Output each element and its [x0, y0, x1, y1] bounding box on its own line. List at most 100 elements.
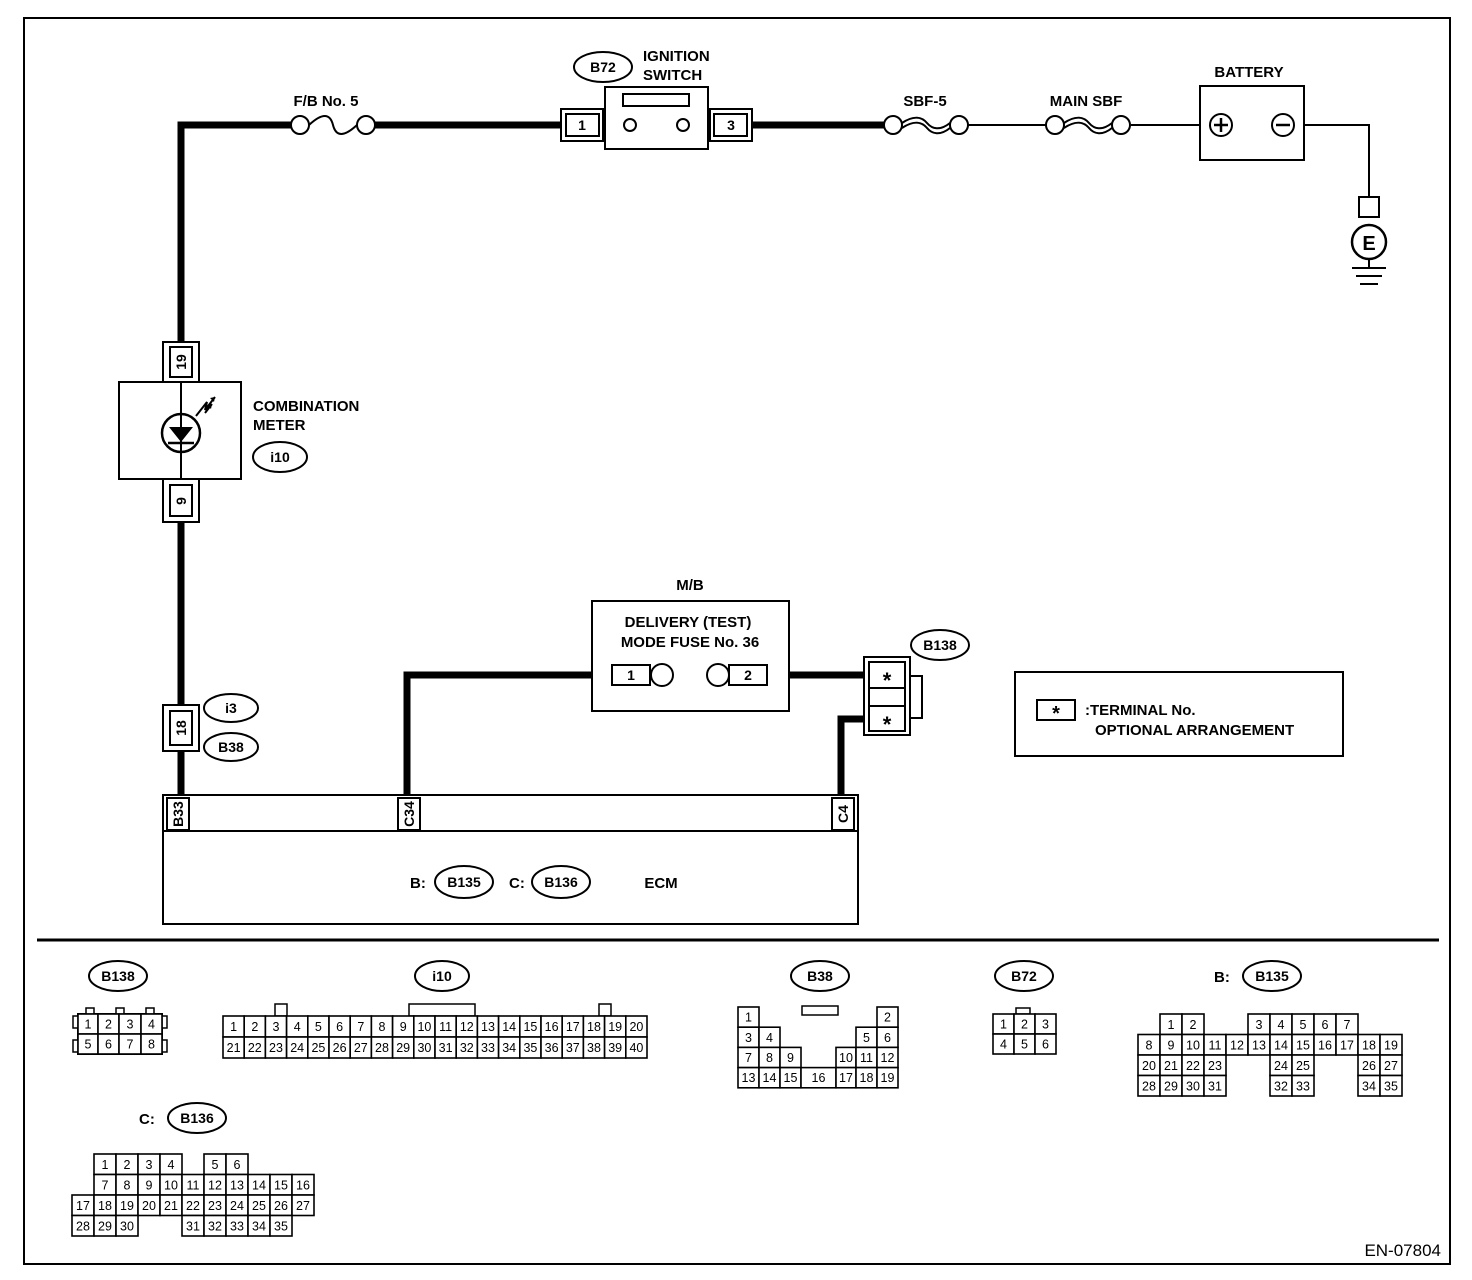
pin-label: 35 — [274, 1219, 288, 1233]
ecm-terminal-c34: C34 — [401, 801, 417, 827]
pin-label: 23 — [208, 1199, 222, 1213]
ignition-label-1: IGNITION — [643, 48, 710, 65]
pin-label: 13 — [230, 1178, 244, 1192]
pin-label: 14 — [1274, 1038, 1288, 1052]
fuse36-terminal-1: 1 — [627, 667, 635, 683]
meter-label-1: COMBINATION — [253, 398, 359, 415]
pin-label: 21 — [1164, 1059, 1178, 1073]
pin-label: 6 — [105, 1038, 112, 1052]
pin-label: 8 — [766, 1051, 773, 1065]
pin-label: 8 — [124, 1178, 131, 1192]
meter-terminal-9: 9 — [173, 497, 189, 505]
pin-label: 30 — [120, 1219, 134, 1233]
pin-label: 2 — [124, 1158, 131, 1172]
pin-label: 5 — [315, 1020, 322, 1034]
pin-label: 1 — [1000, 1018, 1007, 1032]
pin-label: 33 — [481, 1041, 495, 1055]
pin-label: 7 — [127, 1038, 134, 1052]
combination-meter: 19 9 COMBINATION METER i10 — [118, 341, 359, 523]
pin-label: 5 — [85, 1038, 92, 1052]
pin-label: 36 — [545, 1041, 559, 1055]
pin-label: 5 — [1021, 1038, 1028, 1052]
pin-label: 28 — [1142, 1079, 1156, 1093]
pin-label: 6 — [1042, 1038, 1049, 1052]
ecm-label: ECM — [644, 875, 677, 892]
pin-label: 5 — [863, 1031, 870, 1045]
i3-ref: i3 — [225, 700, 237, 716]
pin-label: 17 — [1340, 1038, 1354, 1052]
wire-meter-to-fuse5 — [177, 121, 291, 345]
pin-label: 7 — [357, 1020, 364, 1034]
pin-label: 31 — [439, 1041, 453, 1055]
figure-code: EN-07804 — [1364, 1241, 1441, 1260]
pin-label: 26 — [1362, 1059, 1376, 1073]
pin-label: 7 — [745, 1051, 752, 1065]
pin-label: 38 — [587, 1041, 601, 1055]
pin-label: 34 — [1362, 1079, 1376, 1093]
pin-label: 6 — [336, 1020, 343, 1034]
pin-label: 1 — [230, 1020, 237, 1034]
pin-label: 8 — [379, 1020, 386, 1034]
pin-label: 19 — [120, 1199, 134, 1213]
connector-b138: B138 * * — [863, 629, 970, 737]
pin-label: 4 — [294, 1020, 301, 1034]
pin-label: 11 — [439, 1020, 452, 1034]
pin-label: 22 — [1186, 1059, 1200, 1073]
pin-label: 31 — [186, 1219, 200, 1233]
pin-label: 3 — [146, 1158, 153, 1172]
battery-label: BATTERY — [1214, 64, 1283, 81]
ground: E — [1350, 196, 1388, 285]
ignition-switch: B72 IGNITION SWITCH 1 3 — [560, 48, 753, 150]
pin-label: 17 — [566, 1020, 580, 1034]
mb-label: M/B — [676, 577, 704, 594]
pin-label: 10 — [164, 1178, 178, 1192]
ignition-ref: B72 — [590, 59, 616, 75]
pin-label: 16 — [1318, 1038, 1332, 1052]
pin-label: 15 — [274, 1178, 288, 1192]
pin-label: 3 — [1042, 1018, 1049, 1032]
pin-label: 18 — [98, 1199, 112, 1213]
pin-label: 4 — [168, 1158, 175, 1172]
ecm-terminal-b33: B33 — [170, 801, 186, 827]
pin-label: 31 — [1208, 1079, 1222, 1093]
pin-label: 25 — [252, 1199, 266, 1213]
b38-ref: B38 — [218, 739, 244, 755]
fuse-sbf5: SBF-5 — [883, 93, 969, 135]
ecm-b-ref: B135 — [447, 874, 481, 890]
pin-label: 30 — [417, 1041, 431, 1055]
pin-cell — [876, 1066, 899, 1089]
pin-label: 16 — [545, 1020, 559, 1034]
pin-label: 13 — [742, 1071, 756, 1085]
pin-label: 18 — [1362, 1038, 1376, 1052]
pin-label: 15 — [784, 1071, 798, 1085]
face-b135-ref: B135 — [1255, 968, 1289, 984]
pin-label: 29 — [1164, 1079, 1178, 1093]
pin-label: 9 — [787, 1051, 794, 1065]
pin-label: 20 — [142, 1199, 156, 1213]
pin-label: 24 — [290, 1041, 304, 1055]
pin-label: 16 — [296, 1178, 310, 1192]
pin-label: 15 — [523, 1020, 537, 1034]
pin-label: 30 — [1186, 1079, 1200, 1093]
pin-label: 25 — [1296, 1059, 1310, 1073]
ignition-terminal-1: 1 — [578, 117, 586, 133]
pin-label: 29 — [98, 1219, 112, 1233]
face-b136-prefix: C: — [139, 1111, 155, 1128]
pin-label: 14 — [763, 1071, 777, 1085]
pin-cell — [624, 1036, 648, 1059]
pin-label: 1 — [85, 1018, 92, 1032]
pin-label: 13 — [481, 1020, 495, 1034]
pin-label: 19 — [608, 1020, 622, 1034]
pin-label: 6 — [884, 1031, 891, 1045]
ignition-label-2: SWITCH — [643, 67, 702, 84]
pin-label: 9 — [1168, 1038, 1175, 1052]
pin-label: 6 — [234, 1158, 241, 1172]
b138-terminal-a: * — [883, 668, 892, 693]
